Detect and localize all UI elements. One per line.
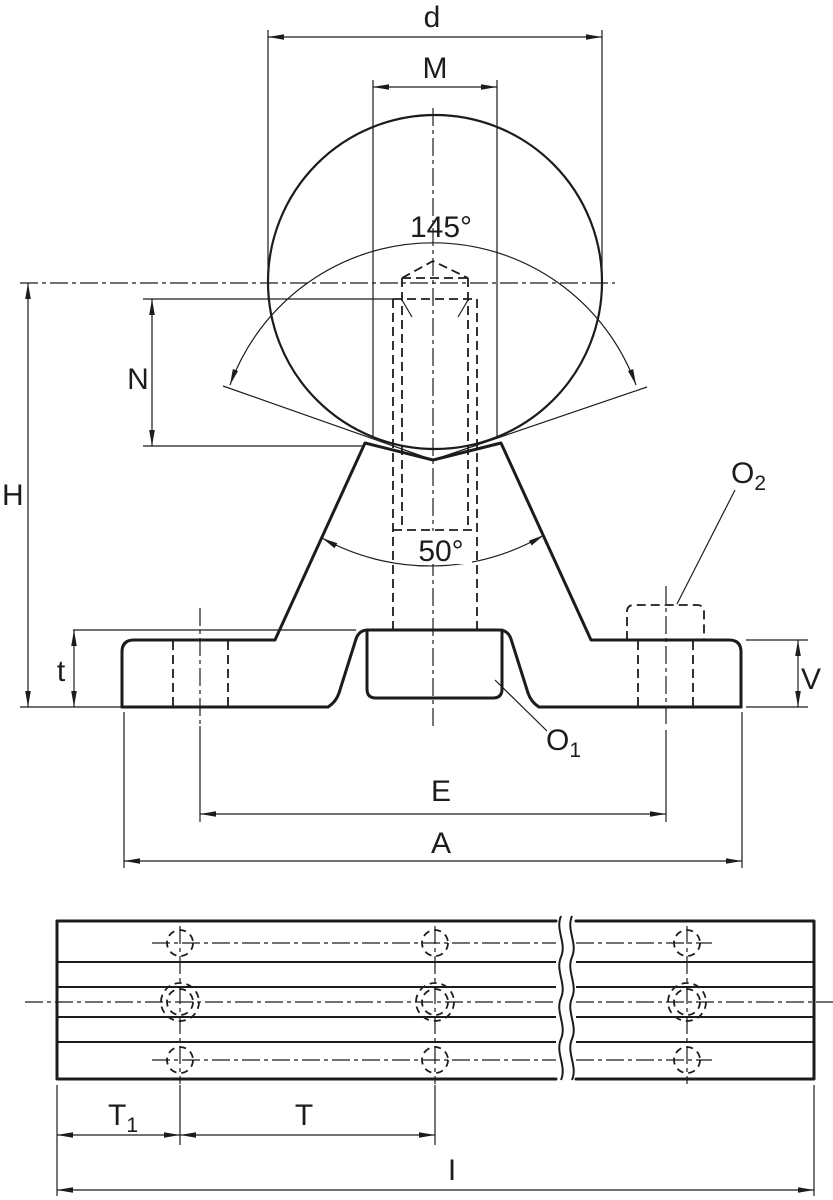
dimension-t: t xyxy=(57,629,356,707)
hidden-thread-hole xyxy=(392,259,478,630)
dim-label-a: A xyxy=(431,827,451,860)
callout-label-o1: O xyxy=(546,724,569,757)
dim-label-n: N xyxy=(127,363,149,396)
hole-center-lines xyxy=(25,926,833,1084)
dimension-n: N xyxy=(127,298,393,447)
hidden-mount-holes xyxy=(172,604,705,706)
dim-label-i: I xyxy=(448,1154,456,1187)
dim-label-d: d xyxy=(424,1,441,34)
break-lines xyxy=(558,915,575,1081)
svg-text:O2: O2 xyxy=(731,457,766,495)
dim-label-e: E xyxy=(431,775,451,808)
rail-groove-lines xyxy=(57,961,814,1043)
dim-label-m: M xyxy=(423,52,448,85)
dimension-t-pitch: T xyxy=(180,1085,436,1145)
rail-outline xyxy=(55,919,816,1081)
center-boss xyxy=(326,628,541,709)
plan-view: T1 T I xyxy=(25,915,833,1196)
dim-label-t: t xyxy=(57,655,66,688)
dim-label-t-pitch: T xyxy=(295,1099,313,1132)
dimension-d: d xyxy=(267,1,603,292)
dim-label-v: V xyxy=(801,663,821,696)
rail-holes xyxy=(160,929,707,1074)
shaft-circle xyxy=(266,113,604,451)
dimension-e: E xyxy=(199,726,667,822)
callout-label-o2: O xyxy=(731,457,754,490)
dimension-h: H xyxy=(2,283,122,708)
dim-label-t1: T xyxy=(108,1099,126,1132)
dimension-v: V xyxy=(746,639,821,708)
part-outline xyxy=(120,385,743,709)
callout-o2: O2 xyxy=(676,457,766,605)
counterbore-outline xyxy=(626,604,705,640)
dim-label-h: H xyxy=(2,479,24,512)
center-recess xyxy=(365,628,504,700)
angle-dimension-145: 145° xyxy=(229,211,637,386)
angle-label-145: 145° xyxy=(410,211,472,244)
angle-dimension-50: 50° xyxy=(321,531,545,568)
callout-o1: O1 xyxy=(494,679,581,762)
front-view: d M 145° 50° N xyxy=(2,1,821,868)
dimension-a: A xyxy=(123,712,743,868)
dimension-t1: T1 xyxy=(56,1085,181,1196)
angle-label-50: 50° xyxy=(418,535,463,568)
svg-text:T1: T1 xyxy=(108,1099,138,1137)
center-lines xyxy=(20,108,667,728)
dimension-m: M xyxy=(372,52,498,436)
svg-text:O1: O1 xyxy=(546,724,581,762)
dimension-i: I xyxy=(57,1085,815,1196)
